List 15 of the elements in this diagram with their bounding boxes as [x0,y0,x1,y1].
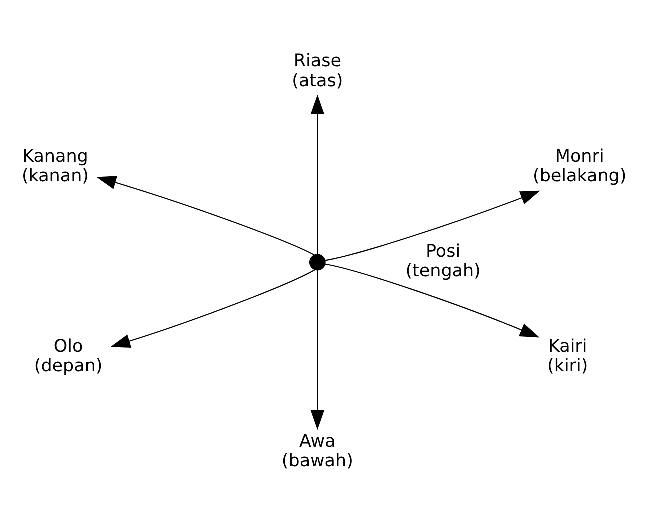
node-text: Kairi (kiri) [548,336,588,376]
node-label: (tengah) [406,260,481,281]
arrow [110,269,316,348]
arrow [325,190,540,261]
arrow [310,270,325,430]
arrow [310,94,325,254]
node-text: Kanang (kanan) [22,146,89,186]
node-circle [309,254,326,270]
arrow [325,263,540,338]
node-text: Olo (depan) [34,336,103,376]
node-text: Awa (bawah) [282,431,354,472]
node-text: Riase (atas) [292,51,344,91]
node-text: Monri (belakang) [533,146,627,186]
arrow [96,176,315,256]
node-label: Posi [426,241,461,262]
